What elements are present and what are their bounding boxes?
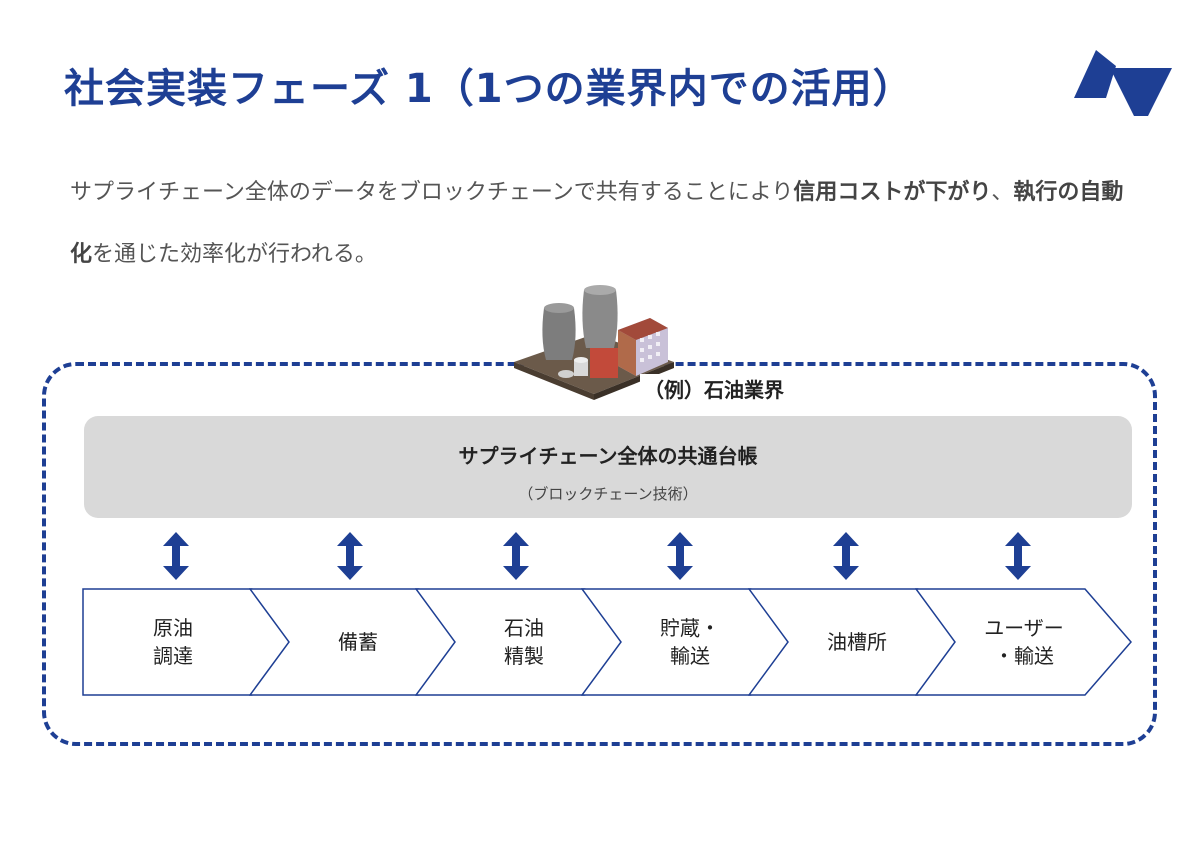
stage-label-line1: ユーザー [984,616,1064,640]
stage-label-line1: 油槽所 [827,630,887,654]
page-title: 社会実装フェーズ 1（1つの業界内での活用） [64,66,914,112]
double-arrow-icon [833,532,859,580]
stage-crude-procurement: 原油調達 [82,588,300,696]
ledger-connection-arrows [0,532,1200,582]
stage-label-line1: 貯蔵・ [660,616,720,640]
description-emphasis-2: 執行の自動化 [70,180,1124,267]
ledger-subtitle: （ブロックチェーン技術） [518,485,698,503]
description-text-3: を通じた効率化が行われる。 [92,242,377,267]
double-arrow-icon [503,532,529,580]
stage-label-line2: ・輸送 [994,644,1054,668]
stage-label-line1: 石油 [504,616,544,640]
description-emphasis-1: 信用コストが下がり [793,180,992,205]
double-arrow-icon [1005,532,1031,580]
ledger-title: サプライチェーン全体の共通台帳 [458,444,758,468]
supply-chain-stages: 原油調達 備蓄 石油精製 貯蔵・輸送 油槽所 ユーザー・輸送 [0,588,1200,700]
example-industry-label: （例）石油業界 [640,374,788,403]
shared-ledger-box: サプライチェーン全体の共通台帳 （ブロックチェーン技術） [84,416,1132,518]
stage-label-line2: 輸送 [670,644,710,668]
description-text-2: 、 [991,180,1014,205]
double-arrow-icon [163,532,189,580]
stage-stockpile: 備蓄 [249,588,467,696]
stage-label-line2: 調達 [153,644,193,668]
double-arrow-icon [337,532,363,580]
stage-label-line1: 原油 [153,616,193,640]
description: サプライチェーン全体のデータをブロックチェーンで共有することにより信用コストが下… [70,162,1140,286]
factory-illustration-icon [514,285,674,400]
stage-label-line1: 備蓄 [338,630,378,654]
double-arrow-icon [667,532,693,580]
company-logo-icon [1074,50,1172,116]
stage-label-line2: 精製 [504,644,544,668]
stage-user-transport: ユーザー・輸送 [915,588,1133,696]
description-text-1: サプライチェーン全体のデータをブロックチェーンで共有することにより [70,180,794,205]
